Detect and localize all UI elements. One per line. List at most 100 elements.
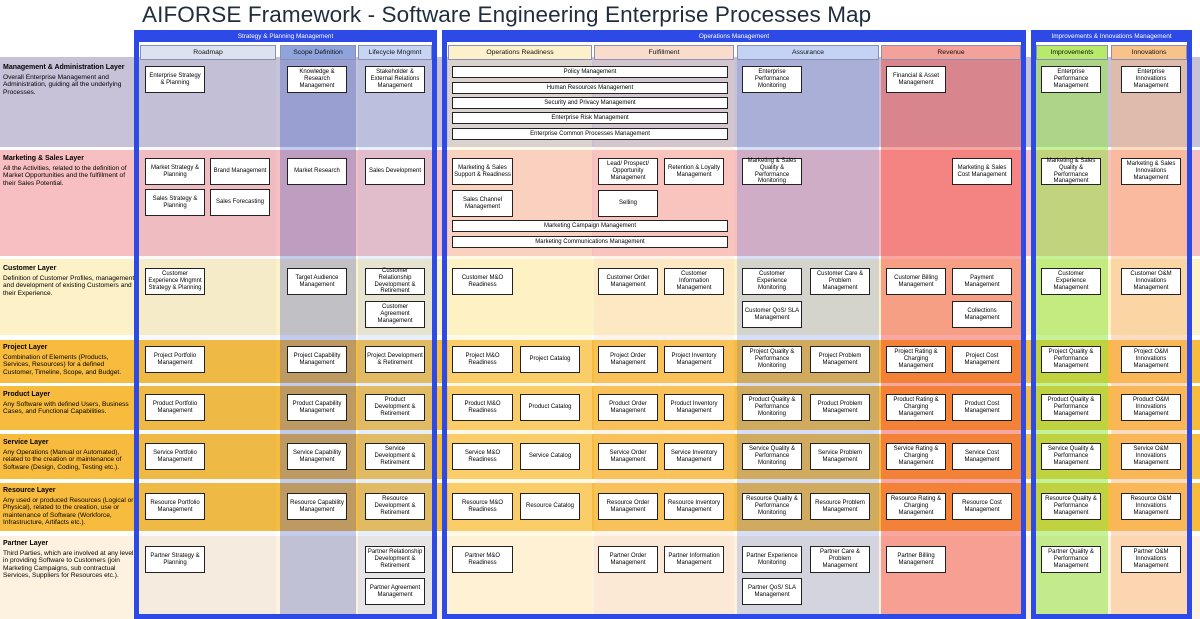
process-box[interactable]: Customer Order Management — [598, 268, 658, 295]
process-box[interactable]: Sales Development — [365, 158, 425, 185]
process-box[interactable]: Product Problem Management — [810, 394, 870, 421]
process-box[interactable]: Marketing & Sales Quality & Performance … — [1041, 158, 1101, 185]
process-box[interactable]: Resource Development & Retirement — [365, 493, 425, 520]
process-box[interactable]: Project Development & Retirement — [365, 346, 425, 373]
process-box[interactable]: Customer Experience Mngmnt Strategy & Pl… — [145, 268, 205, 295]
process-box[interactable]: Resource Capability Management — [287, 493, 347, 520]
process-box[interactable]: Sales Forecasting — [210, 189, 270, 216]
process-box[interactable]: Partner Care & Problem Management — [810, 546, 870, 573]
process-box[interactable]: Enterprise Performance Monitoring — [742, 66, 802, 93]
process-box[interactable]: Product Quality & Performance Monitoring — [742, 394, 802, 421]
process-box[interactable]: Resource Quality & Performance Monitorin… — [742, 493, 802, 520]
process-box[interactable]: Service Problem Management — [810, 443, 870, 470]
process-box[interactable]: Service Portfolio Management — [145, 443, 205, 470]
process-box[interactable]: Policy Management — [452, 66, 728, 78]
process-box[interactable]: Partner Billing Management — [886, 546, 946, 573]
process-box[interactable]: Customer M&O Readiness — [452, 268, 513, 295]
process-box[interactable]: Customer QoS/ SLA Management — [742, 301, 802, 328]
process-box[interactable]: Resource M&O Readiness — [452, 493, 513, 520]
process-box[interactable]: Product O&M Innovations Management — [1121, 394, 1181, 421]
process-box[interactable]: Marketing & Sales Innovations Management — [1121, 158, 1181, 185]
process-box[interactable]: Collections Management — [952, 301, 1012, 328]
process-box[interactable]: Resource Rating & Charging Management — [886, 493, 946, 520]
process-box[interactable]: Marketing & Sales Cost Management — [952, 158, 1012, 185]
process-box[interactable]: Service M&O Readiness — [452, 443, 513, 470]
process-box[interactable]: Enterprise Common Processes Management — [452, 128, 728, 140]
process-box[interactable]: Resource Quality & Performance Managemen… — [1041, 493, 1101, 520]
process-box[interactable]: Partner Information Management — [664, 546, 724, 573]
process-box[interactable]: Resource Inventory Management — [664, 493, 724, 520]
process-box[interactable]: Partner Order Management — [598, 546, 658, 573]
process-box[interactable]: Resource Portfolio Management — [145, 493, 205, 520]
process-box[interactable]: Partner Strategy & Planning — [145, 546, 205, 573]
process-box[interactable]: Security and Privacy Management — [452, 97, 728, 109]
process-box[interactable]: Project Inventory Management — [664, 346, 724, 373]
process-box[interactable]: Marketing & Sales Quality & Performance … — [742, 158, 802, 185]
process-box[interactable]: Service Inventory Management — [664, 443, 724, 470]
process-box[interactable]: Resource Cost Management — [952, 493, 1012, 520]
process-box[interactable]: Service Catalog — [520, 443, 580, 470]
process-box[interactable]: Service O&M Innovations Management — [1121, 443, 1181, 470]
process-box[interactable]: Customer Relationship Development & Reti… — [365, 268, 425, 295]
process-box[interactable]: Marketing Communications Management — [452, 236, 728, 248]
process-box[interactable]: Lead/ Prospect/ Opportunity Management — [598, 158, 658, 185]
process-box[interactable]: Service Order Management — [598, 443, 658, 470]
process-box[interactable]: Product Inventory Management — [664, 394, 724, 421]
process-box[interactable]: Partner O&M Innovations Management — [1121, 546, 1181, 573]
process-box[interactable]: Project Catalog — [520, 346, 580, 373]
process-box[interactable]: Project Quality & Performance Monitoring — [742, 346, 802, 373]
process-box[interactable]: Partner M&O Readiness — [452, 546, 513, 573]
process-box[interactable]: Product Portfolio Management — [145, 394, 205, 421]
process-box[interactable]: Project Problem Management — [810, 346, 870, 373]
process-box[interactable]: Project O&M Innovations Management — [1121, 346, 1181, 373]
process-box[interactable]: Resource O&M Innovations Management — [1121, 493, 1181, 520]
process-box[interactable]: Product Rating & Charging Management — [886, 394, 946, 421]
process-box[interactable]: Brand Management — [210, 158, 270, 185]
process-box[interactable]: Customer Experience Management — [1041, 268, 1101, 295]
process-box[interactable]: Partner Experience Monitoring — [742, 546, 802, 573]
process-box[interactable]: Human Resources Management — [452, 82, 728, 94]
process-box[interactable]: Partner QoS/ SLA Management — [742, 578, 802, 605]
process-box[interactable]: Service Quality & Performance Management — [1041, 443, 1101, 470]
process-box[interactable]: Customer Care & Problem Management — [810, 268, 870, 295]
process-box[interactable]: Market Strategy & Planning — [145, 158, 205, 185]
process-box[interactable]: Project Quality & Performance Management — [1041, 346, 1101, 373]
process-box[interactable]: Resource Catalog — [520, 493, 580, 520]
process-box[interactable]: Service Quality & Performance Monitoring — [742, 443, 802, 470]
process-box[interactable]: Service Development & Retirement — [365, 443, 425, 470]
process-box[interactable]: Project M&O Readiness — [452, 346, 513, 373]
process-box[interactable]: Sales Strategy & Planning — [145, 189, 205, 216]
process-box[interactable]: Resource Problem Management — [810, 493, 870, 520]
process-box[interactable]: Partner Relationship Development & Retir… — [365, 546, 425, 573]
process-box[interactable]: Service Cost Management — [952, 443, 1012, 470]
process-box[interactable]: Enterprise Innovations Management — [1121, 66, 1181, 93]
process-box[interactable]: Marketing & Sales Support & Readiness — [452, 158, 513, 185]
process-box[interactable]: Project Rating & Charging Management — [886, 346, 946, 373]
process-box[interactable]: Product Cost Management — [952, 394, 1012, 421]
process-box[interactable]: Enterprise Strategy & Planning — [145, 66, 205, 93]
process-box[interactable]: Target Audience Management — [287, 268, 347, 295]
process-box[interactable]: Project Capability Management — [287, 346, 347, 373]
process-box[interactable]: Product Capability Management — [287, 394, 347, 421]
process-box[interactable]: Knowledge & Research Management — [287, 66, 347, 93]
process-box[interactable]: Enterprise Performance Management — [1041, 66, 1101, 93]
process-box[interactable]: Project Cost Management — [952, 346, 1012, 373]
process-box[interactable]: Partner Quality & Performance Management — [1041, 546, 1101, 573]
process-box[interactable]: Partner Agreement Management — [365, 578, 425, 605]
process-box[interactable]: Service Capability Management — [287, 443, 347, 470]
process-box[interactable]: Project Portfolio Management — [145, 346, 205, 373]
process-box[interactable]: Resource Order Management — [598, 493, 658, 520]
process-box[interactable]: Service Rating & Charging Management — [886, 443, 946, 470]
process-box[interactable]: Product Development & Retirement — [365, 394, 425, 421]
process-box[interactable]: Customer Experience Monitoring — [742, 268, 802, 295]
process-box[interactable]: Product M&O Readiness — [452, 394, 513, 421]
process-box[interactable]: Customer Information Management — [664, 268, 724, 295]
process-box[interactable]: Enterprise Risk Management — [452, 112, 728, 124]
process-box[interactable]: Customer Agreement Management — [365, 301, 425, 328]
process-box[interactable]: Stakeholder & External Relations Managem… — [365, 66, 425, 93]
process-box[interactable]: Product Catalog — [520, 394, 580, 421]
process-box[interactable]: Customer Billing Management — [886, 268, 946, 295]
process-box[interactable]: Project Order Management — [598, 346, 658, 373]
process-box[interactable]: Customer O&M Innovations Management — [1121, 268, 1181, 295]
process-box[interactable]: Marketing Campaign Management — [452, 220, 728, 232]
